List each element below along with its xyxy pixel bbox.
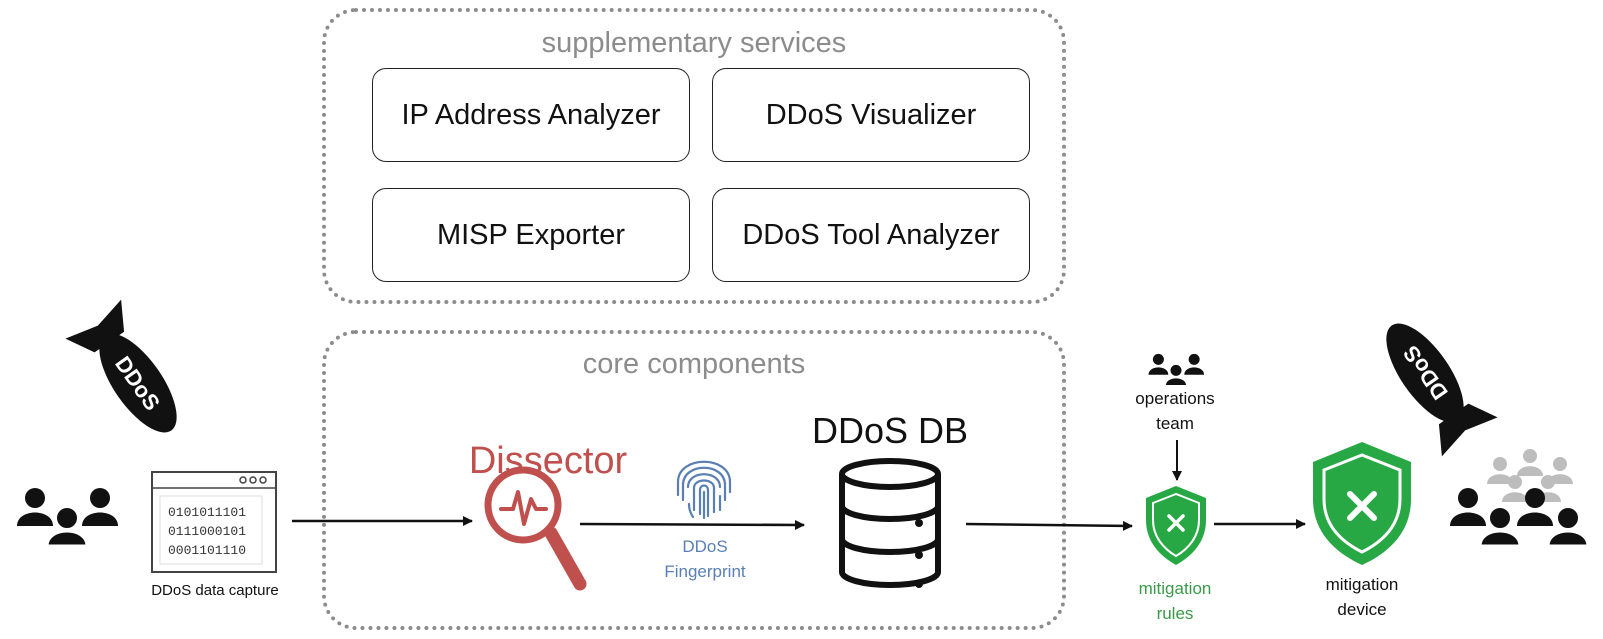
operations-team-label: operations team (1100, 386, 1250, 436)
operations-team-line2: team (1156, 414, 1194, 433)
capture-bits-2: 0111000101 (168, 524, 246, 539)
fingerprint-label: DDoS Fingerprint (630, 534, 780, 584)
attacker-group-icon (17, 488, 118, 548)
dissector-magnifier-icon (484, 466, 587, 591)
database-icon (839, 458, 941, 588)
arrow-dissector-to-db (579, 519, 805, 530)
mitigation-rules-label: mitigation rules (1100, 576, 1250, 626)
mitigation-device-shield-icon (1313, 442, 1411, 565)
mitigation-device-line2: device (1337, 600, 1387, 619)
supplementary-services-group: supplementary services (322, 8, 1066, 304)
dissector-label: Dissector (468, 440, 628, 482)
victim-users-icon (1450, 449, 1590, 548)
operations-team-icon (1148, 353, 1205, 387)
mitigation-rules-line2: rules (1156, 604, 1194, 623)
ddos-visualizer-box: DDoS Visualizer (712, 68, 1030, 162)
capture-bits-3: 0001101110 (168, 543, 246, 558)
ddos-tool-analyzer-box: DDoS Tool Analyzer (712, 188, 1030, 282)
ddos-bomb-icon-right: DDoS (1386, 323, 1498, 457)
misp-exporter-box: MISP Exporter (372, 188, 690, 282)
arrow-db-to-rules (965, 520, 1133, 531)
mitigation-device-line1: mitigation (1325, 575, 1399, 594)
core-components-group: core components (322, 330, 1066, 630)
core-components-title: core components (582, 348, 806, 380)
operations-team-line1: operations (1135, 389, 1215, 408)
fingerprint-label-line2: Fingerprint (664, 562, 746, 581)
ip-address-analyzer-box: IP Address Analyzer (372, 68, 690, 162)
data-capture-label: DDoS data capture (151, 582, 279, 599)
capture-bits-1: 0101011101 (168, 505, 246, 520)
mitigation-device-label: mitigation device (1287, 572, 1437, 622)
data-capture-window-icon: 0101011101 0111000101 0001101110 (151, 471, 277, 573)
mitigation-rules-shield-icon (1146, 486, 1206, 565)
fingerprint-icon (676, 460, 732, 520)
fingerprint-label-line1: DDoS (682, 537, 728, 556)
supplementary-services-title: supplementary services (541, 27, 847, 59)
db-label: DDoS DB (811, 410, 969, 451)
ddos-bomb-icon-left: DDoS (65, 299, 177, 433)
mitigation-rules-line1: mitigation (1138, 579, 1212, 598)
